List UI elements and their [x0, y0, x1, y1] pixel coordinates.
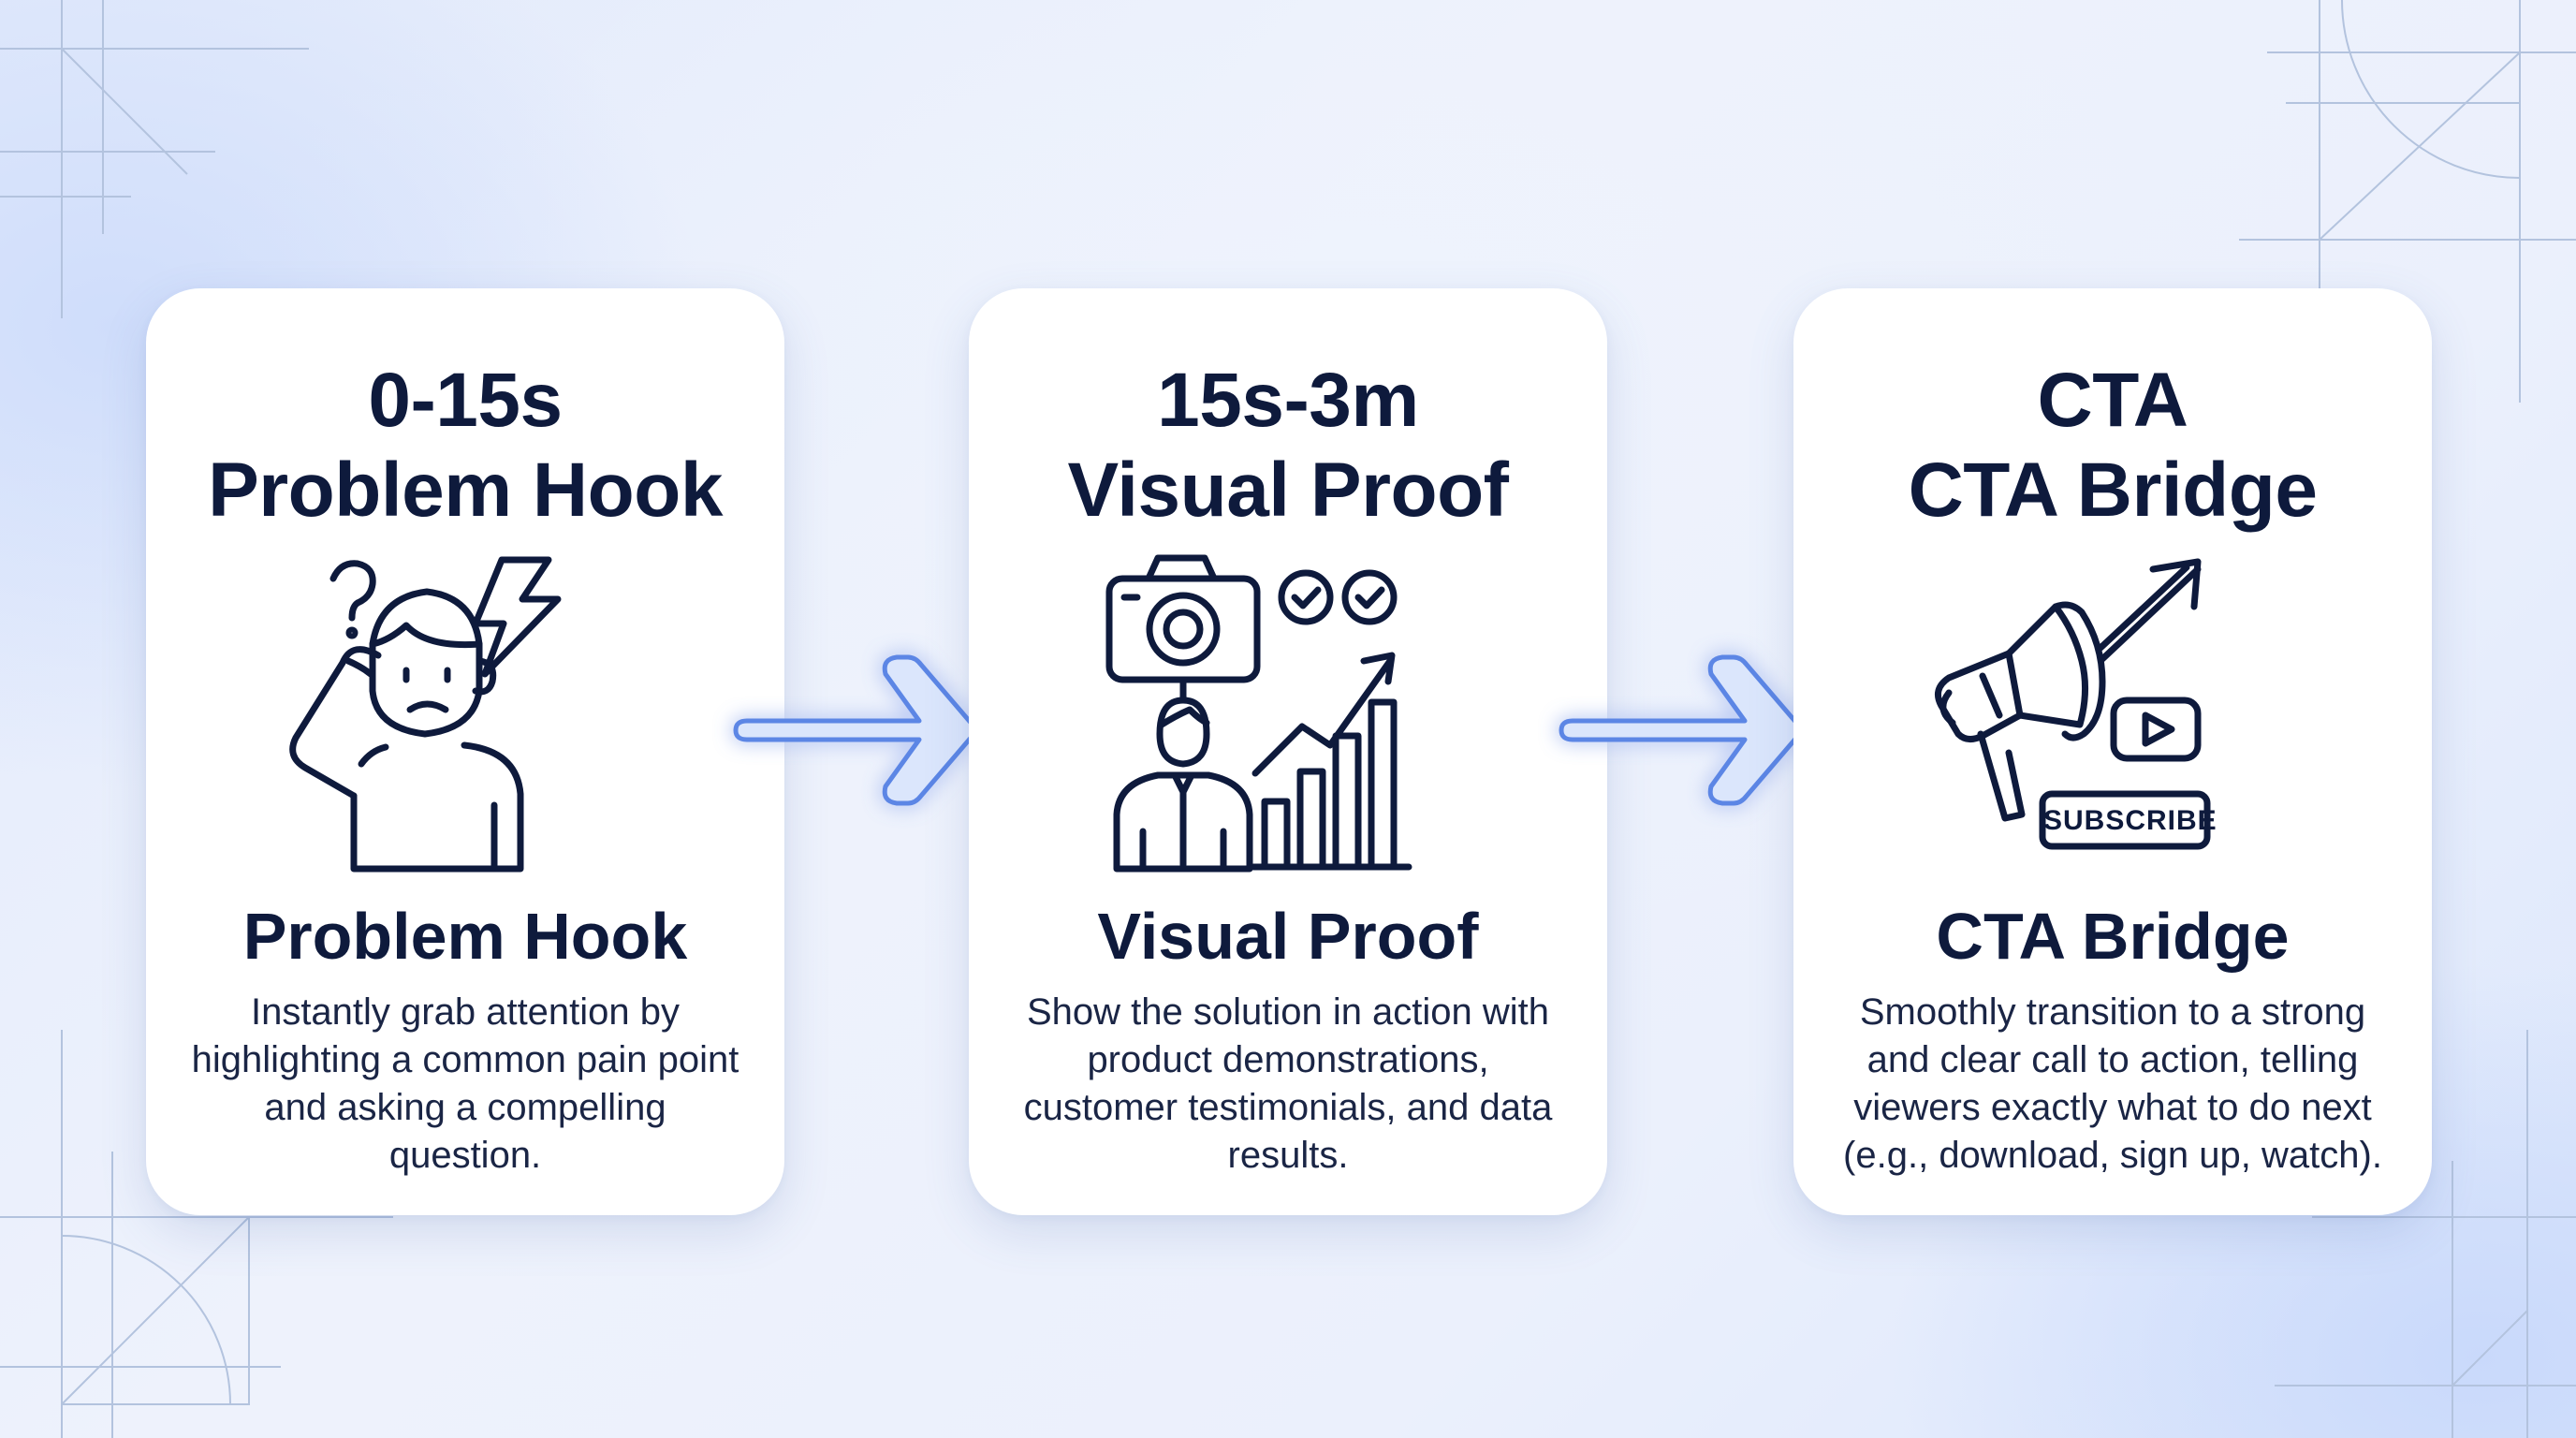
card-time: 15s-3m	[1157, 358, 1419, 443]
right-arrow-icon	[1558, 646, 1820, 814]
right-arrow-icon	[732, 646, 994, 814]
decorative-lines-top-left	[0, 0, 309, 318]
card-heading: Problem Hook	[242, 900, 688, 973]
card-description: Show the solution in action with product…	[1023, 991, 1553, 1176]
step-card-visual-proof: 15s-3m Visual Proof	[969, 288, 1607, 1215]
card-title: 0-15s Problem Hook	[146, 356, 784, 536]
card-title-text: CTA Bridge	[1908, 448, 2318, 533]
card-time: CTA	[2037, 358, 2188, 443]
step-card-cta-bridge: CTA CTA Bridge SUBSCRIBE CTA Bridge Smoo…	[1793, 288, 2432, 1215]
megaphone-subscribe-icon: SUBSCRIBE	[1915, 550, 2308, 878]
step-card-problem-hook: 0-15s Problem Hook Pr	[146, 288, 784, 1215]
camera-presenter-chart-icon	[1090, 550, 1484, 878]
card-heading: CTA Bridge	[1936, 900, 2290, 973]
card-title: 15s-3m Visual Proof	[969, 356, 1607, 536]
card-heading: Visual Proof	[1097, 900, 1479, 973]
card-title-text: Problem Hook	[208, 448, 723, 533]
confused-person-icon	[268, 550, 661, 878]
card-description: Smoothly transition to a strong and clea…	[1843, 991, 2382, 1176]
card-description: Instantly grab attention by highlighting…	[191, 991, 739, 1176]
card-title-text: Visual Proof	[1067, 448, 1509, 533]
card-title: CTA CTA Bridge	[1793, 356, 2432, 536]
subscribe-badge: SUBSCRIBE	[2043, 805, 2217, 836]
card-time: 0-15s	[368, 358, 563, 443]
